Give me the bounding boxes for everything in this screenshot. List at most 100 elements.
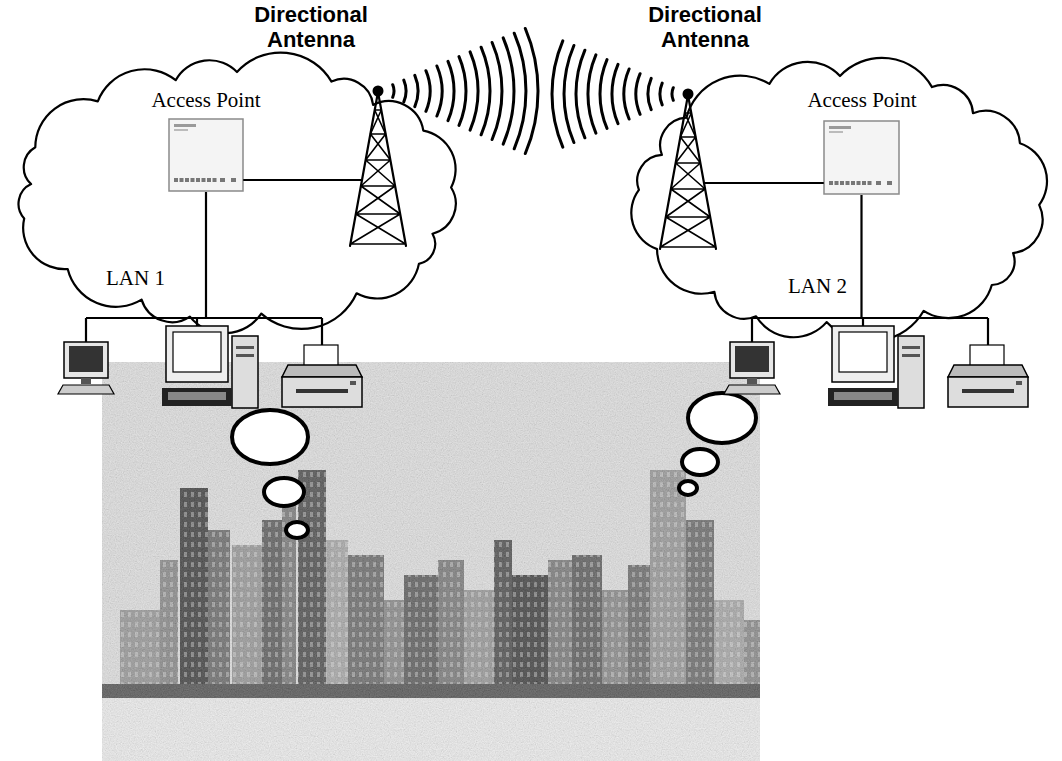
- port-led: [840, 181, 844, 185]
- printer-button: [350, 381, 356, 385]
- lan-name: LAN 1: [106, 266, 165, 290]
- port-led: [887, 181, 892, 185]
- port-led: [857, 181, 861, 185]
- thought-bubble: [688, 393, 756, 443]
- port-led: [185, 178, 189, 182]
- photo-grain: [102, 362, 760, 761]
- access-point: Access Point: [796, 88, 928, 196]
- antenna-label: Directional Antenna: [233, 2, 389, 53]
- antenna-tip: [373, 86, 384, 97]
- pc-tower: [232, 336, 258, 408]
- pc-tower: [898, 336, 924, 408]
- monitor-screen: [735, 346, 769, 372]
- printer-top: [282, 365, 362, 377]
- monitor-frame: [64, 342, 108, 378]
- access-point: Access Point: [140, 88, 272, 194]
- port-led: [846, 181, 850, 185]
- lan-name: LAN 2: [788, 274, 847, 298]
- port-led: [835, 181, 839, 185]
- printer-body: [948, 377, 1028, 407]
- antenna-cable: [704, 182, 823, 184]
- antenna-cable: [244, 179, 362, 181]
- device-badge: [174, 129, 188, 131]
- label-slot: LAN 2: [788, 274, 878, 298]
- computer-icon: [724, 342, 780, 394]
- paper-tray: [296, 389, 348, 393]
- desktop-icon: [828, 326, 924, 408]
- port-led: [862, 181, 866, 185]
- lan-cloud: LAN 1 Access Point: [2, 50, 472, 338]
- drive-slot: [902, 346, 920, 349]
- printer-button: [1016, 381, 1022, 385]
- antenna-tip: [683, 89, 694, 100]
- label-slot: Access Point: [140, 88, 272, 112]
- access-point-device: [823, 120, 900, 195]
- drive-slot: [902, 354, 920, 357]
- port-led: [202, 178, 206, 182]
- keyboard: [724, 385, 780, 394]
- device-case: [824, 121, 899, 194]
- port-led: [180, 178, 184, 182]
- sky: [102, 362, 760, 761]
- device-case: [169, 119, 243, 191]
- monitor-frame: [730, 342, 774, 378]
- printer-icon: [948, 345, 1028, 407]
- port-led: [213, 178, 217, 182]
- printer-top: [948, 365, 1028, 377]
- tower-legs: [350, 92, 406, 246]
- port-led: [196, 178, 200, 182]
- lattice-tower: [348, 82, 408, 247]
- port-led: [829, 181, 833, 185]
- monitor-screen: [173, 332, 221, 372]
- device-label: Access Point: [151, 88, 260, 112]
- monitor-frame: [832, 326, 894, 382]
- cloud-path: [19, 53, 456, 334]
- tower-braces: [660, 113, 715, 247]
- antenna-tower: Directional Antenna: [624, 0, 789, 250]
- thought-bubble: [286, 522, 308, 538]
- tower-legs: [660, 95, 716, 249]
- port-led: [207, 178, 211, 182]
- device-badge: [829, 131, 843, 133]
- port-led: [851, 181, 855, 185]
- antenna-tower: Directional Antenna: [236, 0, 416, 247]
- thought-bubble: [232, 410, 308, 464]
- tower-braces: [350, 110, 405, 244]
- cloud-path: [631, 58, 1047, 342]
- drive-slot: [236, 354, 254, 357]
- monitor-base: [162, 388, 232, 406]
- keyboard: [58, 385, 114, 394]
- radio-waves: [393, 29, 674, 154]
- thought-bubble: [264, 478, 304, 506]
- port-led: [876, 181, 881, 185]
- lattice-tower: [658, 85, 718, 250]
- port-led: [191, 178, 195, 182]
- paper-tray: [962, 389, 1014, 393]
- label-slot: LAN 1: [106, 266, 196, 290]
- access-point-device: [168, 118, 244, 192]
- monitor-base: [828, 388, 898, 406]
- device-badge: [829, 126, 851, 129]
- monitor-screen: [839, 332, 887, 372]
- keyboard: [168, 392, 226, 400]
- thought-bubble: [679, 481, 697, 495]
- computer-icon: [58, 342, 114, 394]
- device-label: Access Point: [807, 88, 916, 112]
- printer-body: [282, 377, 362, 407]
- keyboard: [834, 392, 892, 400]
- label-slot: Directional Antenna: [233, 2, 389, 53]
- monitor-screen: [69, 346, 103, 372]
- drive-slot: [236, 346, 254, 349]
- port-led: [868, 181, 872, 185]
- label-slot: Access Point: [796, 88, 928, 112]
- port-led: [174, 178, 178, 182]
- monitor-neck: [81, 378, 91, 384]
- device-badge: [174, 124, 196, 127]
- printer-icon: [282, 345, 362, 407]
- desktop-icon: [162, 326, 258, 408]
- antenna-label: Directional Antenna: [621, 2, 789, 53]
- skyline-photo: [102, 362, 760, 761]
- port-led: [220, 178, 225, 182]
- monitor-frame: [166, 326, 228, 382]
